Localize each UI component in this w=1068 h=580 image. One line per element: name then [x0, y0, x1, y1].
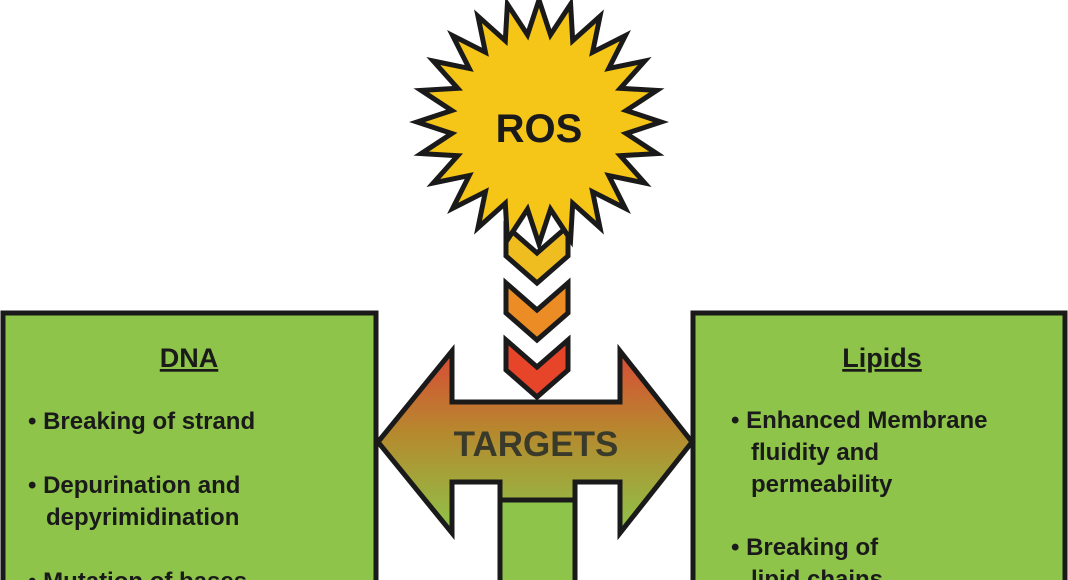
lipids-bullet-list: • Enhanced Membrane fluidity and permeabil… [731, 407, 987, 580]
targets-stem-extension [497, 487, 578, 580]
chevron-1 [503, 220, 571, 287]
chevron-2 [503, 277, 571, 344]
targets-double-arrow [374, 343, 696, 541]
bullet-item-1-line-2: fluidity and [751, 439, 879, 466]
ros-label: ROS [496, 107, 583, 151]
lipids-box: Lipids • Enhanced Membrane fluidity and pe… [690, 310, 1068, 580]
lipids-box-title: Lipids [842, 343, 922, 373]
starburst-icon [409, 0, 669, 252]
dna-bullet-list: • Breaking of strand • Depurination and de… [28, 408, 255, 580]
bullet-item-2-line-1: • Breaking of [731, 534, 879, 561]
chevron-arrow-stack [503, 220, 571, 401]
bullet-item-1-line-3: permeability [751, 471, 893, 498]
bullet-item-2-line-1: • Depurination and [28, 472, 240, 499]
bullet-item-2-line-2: lipid chains [751, 566, 883, 580]
bullet-item-1-line-1: • Breaking of strand [28, 408, 255, 435]
bullet-item-1-line-1: • Enhanced Membrane [731, 407, 987, 434]
dna-box-title: DNA [160, 343, 219, 373]
dna-box: DNA • Breaking of strand • Depurination a… [0, 310, 379, 580]
chevron-3 [503, 334, 571, 401]
bullet-item-3-line-1: • Mutation of bases [28, 568, 247, 580]
targets-label: TARGETS [454, 425, 619, 464]
ros-starburst: ROS [409, 0, 669, 252]
bullet-item-2-line-2: depyrimidination [46, 504, 239, 531]
